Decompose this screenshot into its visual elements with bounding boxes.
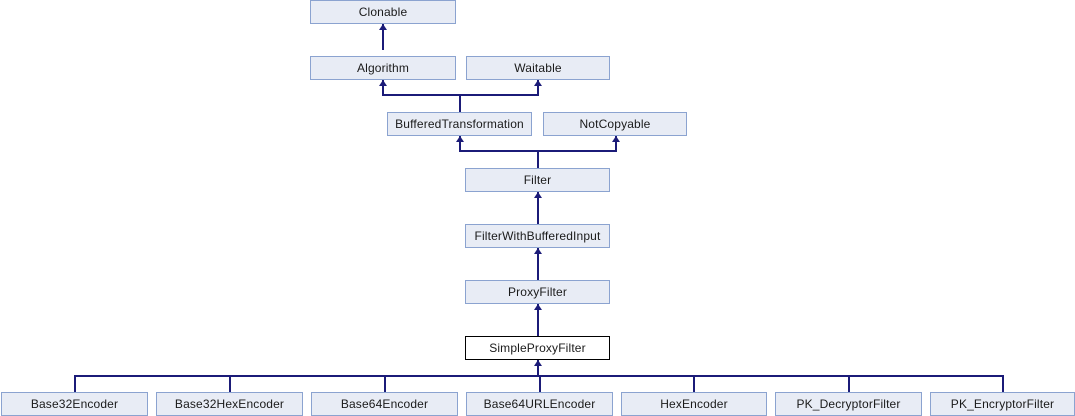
node-waitable[interactable]: Waitable <box>466 56 610 80</box>
edge-subclasses-to-simpleproxyfilter <box>537 360 539 375</box>
edge-drop-base32hexencoder <box>229 375 231 392</box>
node-label: ProxyFilter <box>508 285 567 299</box>
edge-bus-lower <box>74 375 1003 377</box>
node-label: Base64URLEncoder <box>483 397 596 411</box>
edge-drop-base64encoder <box>384 375 386 392</box>
node-label: SimpleProxyFilter <box>489 341 586 355</box>
node-label: PK_DecryptorFilter <box>796 397 901 411</box>
arrowhead-filter <box>534 192 542 198</box>
node-base64encoder[interactable]: Base64Encoder <box>311 392 458 416</box>
node-label: Algorithm <box>356 61 410 75</box>
node-base32encoder[interactable]: Base32Encoder <box>1 392 148 416</box>
node-label: Waitable <box>514 61 562 75</box>
edge-filterwithbufferedinput-to-filter <box>537 192 539 224</box>
edge-bus-mid-drop <box>537 150 539 168</box>
node-filter[interactable]: Filter <box>465 168 610 192</box>
node-label: NotCopyable <box>579 117 651 131</box>
arrowhead-waitable <box>534 80 542 86</box>
arrowhead-simpleproxyfilter <box>534 360 542 366</box>
edge-stem-algorithm <box>382 80 384 94</box>
edge-drop-pk-encryptorfilter <box>1002 375 1004 392</box>
arrowhead-bufferedtransformation <box>456 136 464 142</box>
node-simpleproxyfilter-current[interactable]: SimpleProxyFilter <box>465 336 610 360</box>
node-base32hexencoder[interactable]: Base32HexEncoder <box>156 392 303 416</box>
node-bufferedtransformation[interactable]: BufferedTransformation <box>387 112 532 136</box>
edge-stem-notcopyable <box>615 136 617 150</box>
edge-simpleproxyfilter-to-proxyfilter <box>537 304 539 336</box>
node-clonable[interactable]: Clonable <box>310 0 456 24</box>
edge-drop-hexencoder <box>693 375 695 392</box>
node-proxyfilter[interactable]: ProxyFilter <box>465 280 610 304</box>
node-label: Clonable <box>358 5 408 19</box>
node-filterwithbufferedinput[interactable]: FilterWithBufferedInput <box>465 224 610 248</box>
node-label: PK_EncryptorFilter <box>950 397 1055 411</box>
node-hexencoder[interactable]: HexEncoder <box>621 392 767 416</box>
arrowhead-filterwithbufferedinput <box>534 248 542 254</box>
arrowhead-clonable <box>379 24 387 30</box>
arrowhead-proxyfilter <box>534 304 542 310</box>
node-pk-encryptorfilter[interactable]: PK_EncryptorFilter <box>930 392 1075 416</box>
node-label: HexEncoder <box>660 397 728 411</box>
edge-stem-bufferedtransformation <box>459 136 461 150</box>
node-label: Base32HexEncoder <box>174 397 285 411</box>
arrowhead-notcopyable <box>612 136 620 142</box>
node-notcopyable[interactable]: NotCopyable <box>543 112 687 136</box>
node-label: BufferedTransformation <box>395 117 524 131</box>
edge-bus-upper-drop <box>459 94 461 112</box>
edge-proxyfilter-to-filterwithbufferedinput <box>537 248 539 280</box>
node-algorithm[interactable]: Algorithm <box>310 56 456 80</box>
node-base64urlencoder[interactable]: Base64URLEncoder <box>466 392 613 416</box>
edge-stem-waitable <box>537 80 539 94</box>
edge-drop-pk-decryptorfilter <box>848 375 850 392</box>
edge-drop-base64urlencoder <box>539 375 541 392</box>
edge-algorithm-to-clonable <box>382 24 384 50</box>
arrowhead-algorithm <box>379 80 387 86</box>
node-label: FilterWithBufferedInput <box>474 229 601 243</box>
node-label: Filter <box>523 173 552 187</box>
edge-drop-base32encoder <box>74 375 76 392</box>
node-pk-decryptorfilter[interactable]: PK_DecryptorFilter <box>775 392 922 416</box>
node-label: Base32Encoder <box>30 397 119 411</box>
node-label: Base64Encoder <box>340 397 429 411</box>
